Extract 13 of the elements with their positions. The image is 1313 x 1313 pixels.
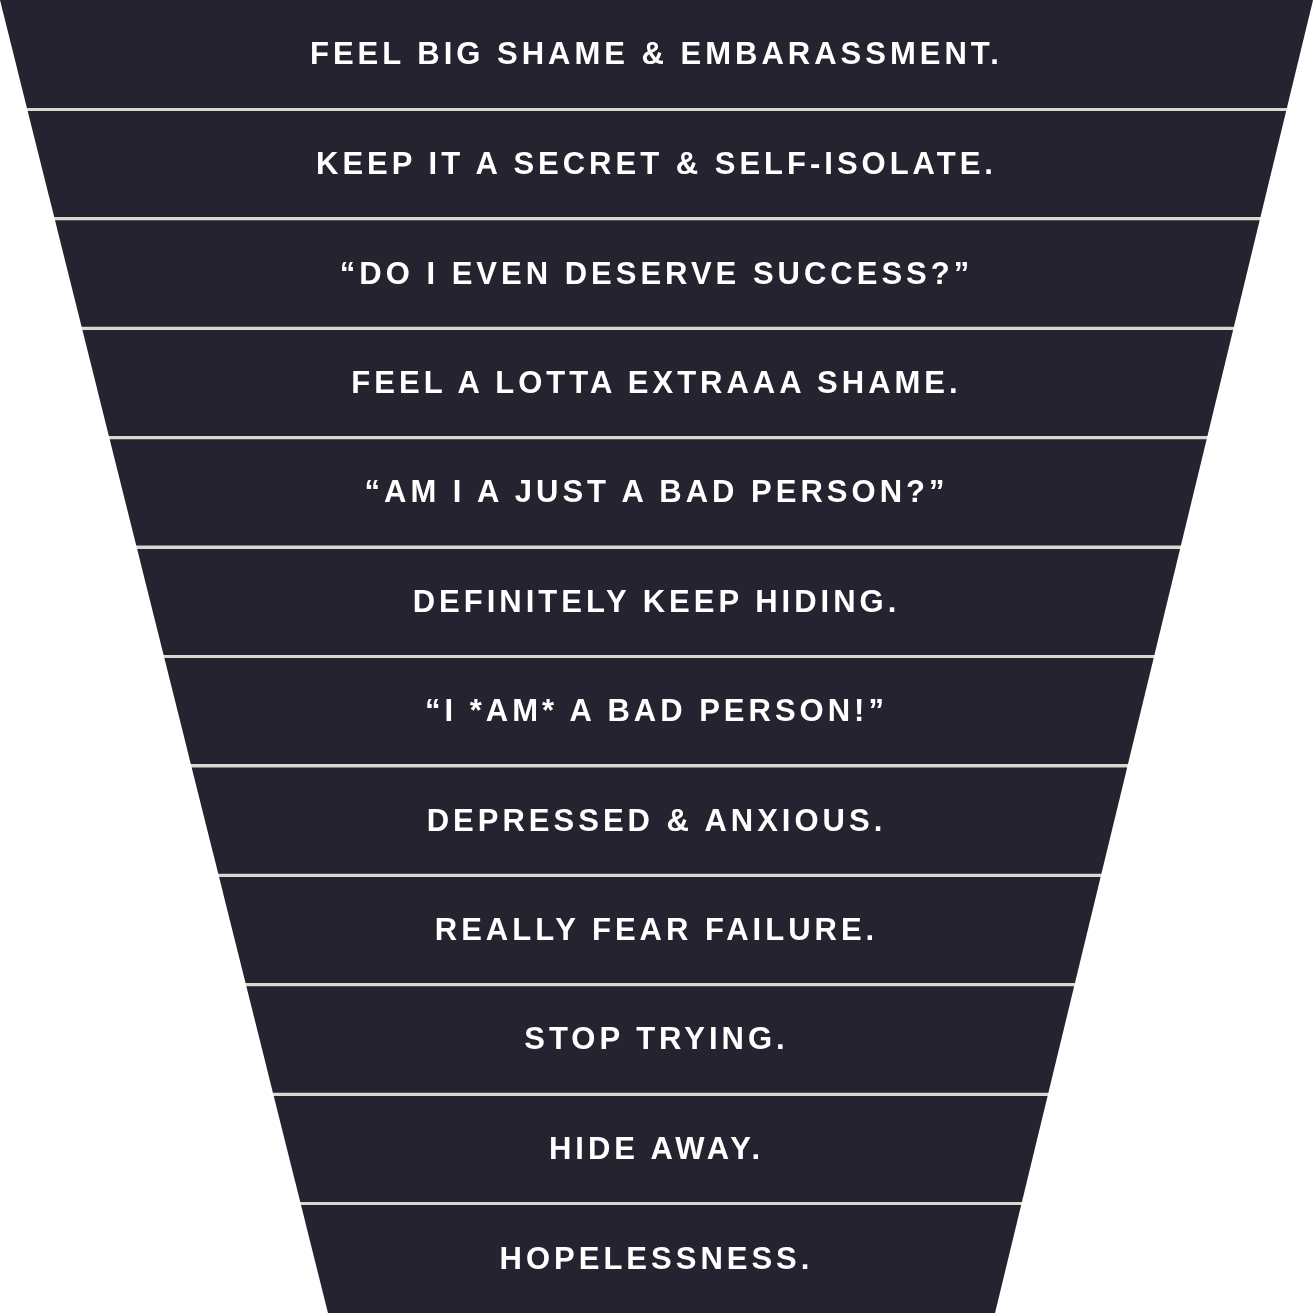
band-text: HOPELESSNESS. — [499, 1241, 814, 1278]
band-text: DEFINITELY KEEP HIDING. — [412, 583, 901, 620]
band-text: “AM I A JUST A BAD PERSON?” — [364, 474, 949, 511]
band-text: STOP TRYING. — [524, 1021, 789, 1058]
band-text: FEEL BIG SHAME & EMBARASSMENT. — [310, 35, 1003, 72]
band-text: “I *AM* A BAD PERSON!” — [425, 693, 888, 730]
band-text: FEEL A LOTTA EXTRAAA SHAME. — [351, 364, 962, 401]
band-text: “DO I EVEN DESERVE SUCCESS?” — [339, 255, 974, 292]
band-text: KEEP IT A SECRET & SELF-ISOLATE. — [316, 146, 997, 183]
band-text: HIDE AWAY. — [548, 1130, 765, 1167]
funnel-band — [0, 0, 1313, 108]
band-text: REALLY FEAR FAILURE. — [434, 912, 879, 949]
band-text: DEPRESSED & ANXIOUS. — [426, 802, 887, 839]
